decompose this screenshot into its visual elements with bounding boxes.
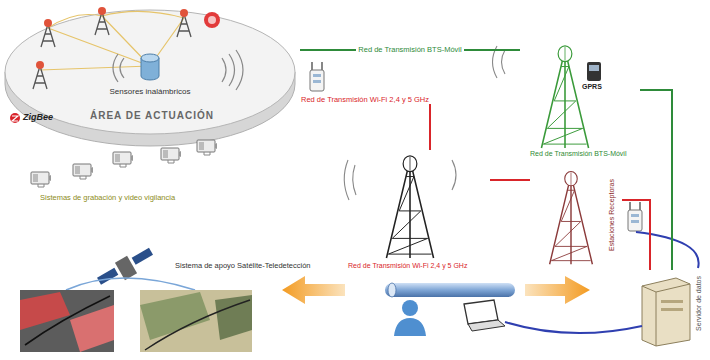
- node-text: Red de Transmisión Wi-Fi 2,4 y 5 GHz: [348, 262, 467, 270]
- node-text: Servidor de datos: [695, 276, 703, 331]
- camera-group: Sistemas de grabación y video vigilancia: [18, 132, 223, 206]
- line-label: Red de Transmisión BTS-Móvil: [356, 46, 463, 55]
- data-server: Servidor de datos: [632, 270, 706, 348]
- gprs-label: GPRS: [582, 83, 602, 91]
- transmission-line: [490, 179, 530, 181]
- zigbee-label: ZigBee: [23, 112, 53, 122]
- sensor-node: Sensores inalámbricos: [90, 56, 212, 100]
- wifi-tower: Red de Transmisión Wi-Fi 2,4 y 5 GHz: [340, 150, 490, 275]
- node-text: Sistema de apoyo Satélite-Teledetección: [175, 262, 311, 271]
- node-text: ÁREA DE ACTUACIÓN: [90, 110, 214, 122]
- receiver-tower: Estaciones Receptoras: [530, 165, 622, 270]
- satellite-system: Sistema de apoyo Satélite-Teledetección: [15, 252, 335, 356]
- node-text: Red de Transmisión BTS-Móvil: [530, 150, 626, 158]
- node-text: Sistemas de grabación y video vigilancia: [40, 194, 175, 203]
- node-text: Sensores inalámbricos: [90, 87, 210, 96]
- transmission-line: [622, 200, 650, 270]
- transmission-line: [300, 100, 430, 150]
- bts-tower: Red de Transmisión BTS-Móvil: [520, 40, 640, 162]
- line-label: Red de Transmisión Wi-Fi 2,4 y 5 GHz: [299, 96, 431, 105]
- transmission-line: [640, 90, 672, 270]
- node-text: Estaciones Receptoras: [608, 179, 616, 251]
